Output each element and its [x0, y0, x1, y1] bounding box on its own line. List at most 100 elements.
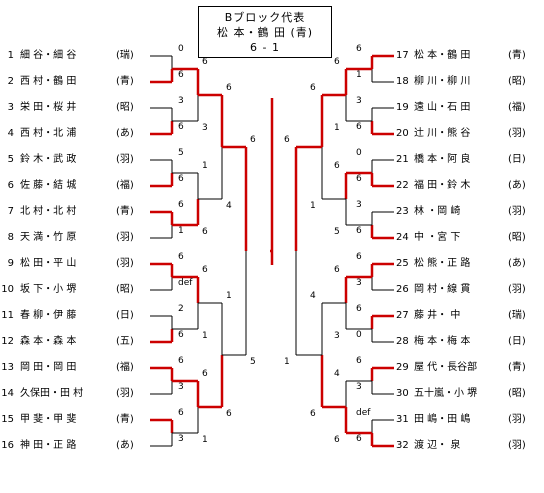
entry-pair-name: 渡 辺・ 泉: [414, 440, 461, 451]
entry-number: 18: [396, 76, 409, 87]
round-score: 6: [334, 57, 340, 67]
final-score: 6 - 1: [250, 41, 280, 54]
champion-pair: 松 本・鶴 田 (青): [216, 26, 314, 39]
entry-number: 6: [7, 180, 14, 191]
r1-score: 6: [178, 200, 184, 210]
r1-score: 3: [356, 96, 362, 106]
entry-pair-name: 岡 田・岡 田: [20, 362, 77, 373]
round-score: 1: [334, 123, 340, 133]
r1-score: 6: [356, 252, 362, 262]
entry-club: (青): [116, 414, 134, 425]
entry-club: (瑞): [508, 310, 526, 321]
entry-club: (五): [116, 336, 134, 347]
entry-pair-name: 梅 本・梅 本: [414, 336, 471, 347]
entry-club: (羽): [508, 440, 526, 451]
r1-score: 6: [356, 174, 362, 184]
entry-club: (羽): [508, 414, 526, 425]
entry-club: (羽): [508, 128, 526, 139]
round-score: 3: [202, 123, 208, 133]
entry-pair-name: 松 本・鶴 田: [414, 50, 471, 61]
entry-club: (羽): [116, 388, 134, 399]
entry-club: (福): [116, 180, 134, 191]
round-score: 6: [226, 83, 232, 93]
entry-pair-name: 春 柳・伊 藤: [20, 310, 77, 321]
entry-club: (あ): [116, 128, 134, 139]
round-score: 6: [334, 435, 340, 445]
r1-score: 6: [178, 174, 184, 184]
entry-club: (昭): [116, 284, 134, 295]
entry-pair-name: 久保田・田 村: [20, 388, 84, 399]
r1-score: 6: [356, 44, 362, 54]
r1-score: 6: [178, 356, 184, 366]
round-score: 1: [310, 201, 316, 211]
r1-score: 5: [178, 148, 184, 158]
round-score: 1: [226, 291, 232, 301]
entry-club: (あ): [508, 258, 526, 269]
entry-pair-name: 栄 田・桜 井: [20, 102, 77, 113]
entry-club: (あ): [508, 180, 526, 191]
round-score: 6: [310, 409, 316, 419]
r1-score: 3: [356, 278, 362, 288]
entry-club: (羽): [116, 232, 134, 243]
entry-pair-name: 柳 川・柳 川: [414, 76, 471, 87]
round-score: 3: [334, 331, 340, 341]
r1-score: def: [356, 408, 371, 418]
r1-score: 3: [178, 434, 184, 444]
r1-score: 6: [356, 304, 362, 314]
entry-pair-name: 西 村・北 浦: [20, 128, 77, 139]
entry-club: (昭): [508, 388, 526, 399]
entry-number: 24: [396, 232, 409, 243]
entry-number: 27: [396, 310, 409, 321]
entry-number: 32: [396, 440, 409, 451]
entry-club: (あ): [116, 440, 134, 451]
entry-number: 12: [1, 336, 14, 347]
entry-number: 10: [1, 284, 14, 295]
entry-number: 22: [396, 180, 409, 191]
entry-club: (羽): [508, 206, 526, 217]
entry-pair-name: 神 田・正 路: [20, 440, 77, 451]
r1-score: 3: [178, 96, 184, 106]
r1-score: 6: [178, 70, 184, 80]
entry-number: 8: [7, 232, 14, 243]
entry-number: 31: [396, 414, 409, 425]
entry-number: 15: [1, 414, 14, 425]
entry-number: 9: [7, 258, 14, 269]
entry-club: (羽): [508, 284, 526, 295]
entry-pair-name: 鈴 木・武 政: [20, 154, 77, 165]
r1-score: def: [178, 278, 193, 288]
entry-club: (青): [508, 362, 526, 373]
entry-number: 5: [7, 154, 14, 165]
entry-number: 1: [7, 50, 14, 61]
r1-score: 3: [356, 200, 362, 210]
entry-pair-name: 遠 山・石 田: [414, 102, 471, 113]
round-score: 1: [202, 435, 208, 445]
r1-score: 1: [356, 70, 362, 80]
entry-number: 16: [1, 440, 14, 451]
entry-pair-name: 松 田・平 山: [20, 258, 77, 269]
entry-club: (瑞): [116, 50, 134, 61]
round-score: 4: [226, 201, 232, 211]
entry-club: (日): [116, 310, 134, 321]
entry-pair-name: 福 田・鈴 木: [414, 180, 471, 191]
r1-score: 6: [178, 408, 184, 418]
entry-pair-name: 天 満・竹 原: [20, 232, 77, 243]
entry-number: 21: [396, 154, 409, 165]
entry-number: 11: [1, 310, 14, 321]
entry-pair-name: 森 本・森 本: [20, 336, 77, 347]
entry-club: (昭): [508, 232, 526, 243]
entry-club: (福): [116, 362, 134, 373]
entry-pair-name: 橋 本・阿 良: [414, 154, 471, 165]
entry-number: 14: [1, 388, 14, 399]
r1-score: 0: [356, 148, 362, 158]
entry-pair-name: 中 ・宮 下: [414, 232, 461, 243]
r1-score: 2: [178, 304, 184, 314]
round-score: 6: [202, 265, 208, 275]
entry-pair-name: 五十嵐・小 堺: [414, 388, 478, 399]
entry-pair-name: 田 嶋・田 嶋: [414, 414, 471, 425]
r1-score: 6: [356, 226, 362, 236]
entry-club: (青): [508, 50, 526, 61]
entry-pair-name: 西 村・鶴 田: [20, 76, 77, 87]
round-score: 1: [202, 161, 208, 171]
entry-number: 17: [396, 50, 409, 61]
